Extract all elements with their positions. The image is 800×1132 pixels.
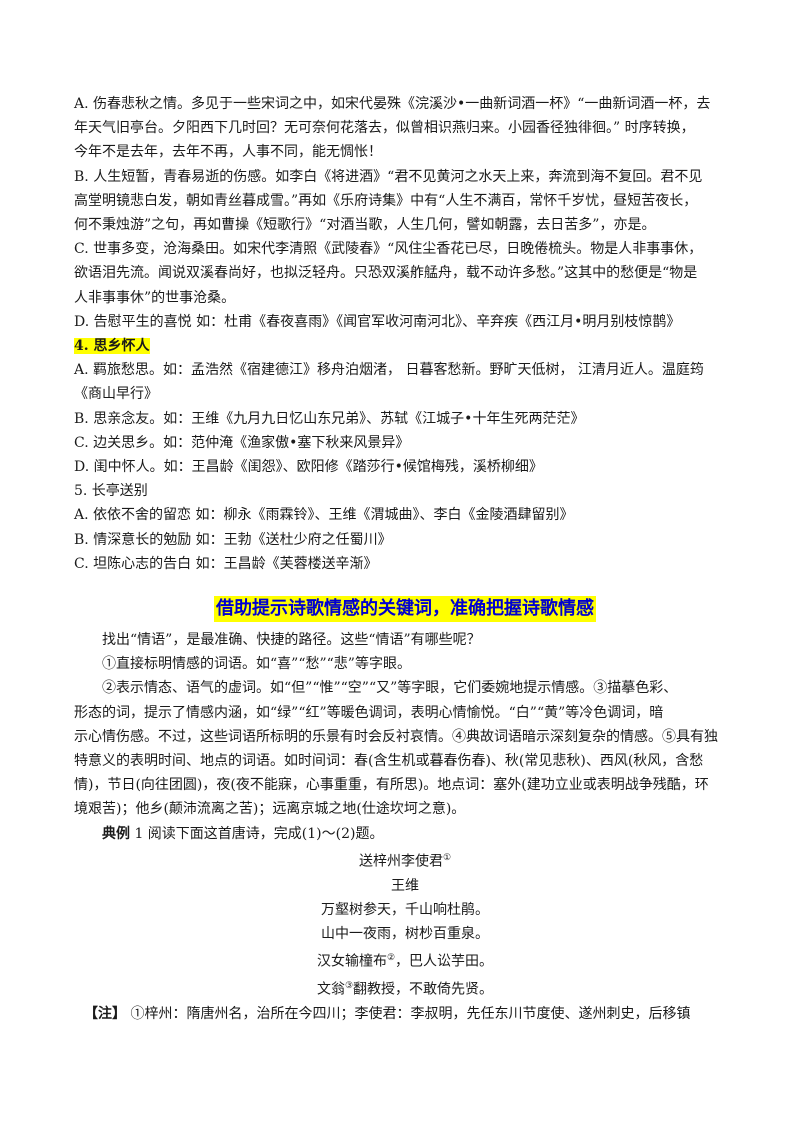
text-line: 年天气旧亭台。夕阳西下几时回？无可奈何花落去，似曾相识燕归来。小园香径独徘徊。”… [74, 120, 695, 137]
poem: 送梓州李使君① 王维 万壑树参天，千山响杜鹃。 山中一夜雨，树杪百重泉。 汉女输… [74, 846, 736, 1002]
example-label: 典例 [102, 825, 130, 842]
notes-label: 【注】 [84, 1006, 126, 1023]
footnote-marker: ① [442, 852, 452, 863]
text-line: B. 情深意长的勉励 如：王勃《送杜少府之任蜀川》 [74, 531, 392, 548]
poem-line: 万壑树参天，千山响杜鹃。 [321, 901, 489, 918]
text-line: 何不秉烛游”之句，再如曹操《短歌行》“对酒当歌，人生几何，譬如朝露，去日苦多”，… [74, 217, 656, 234]
text-line: A. 依依不舍的留恋 如：柳永《雨霖铃》、王维《渭城曲》、李白《金陵酒肆留别》 [74, 507, 574, 524]
poem-line: 汉女输橦布②，巴人讼芋田。 [316, 953, 494, 971]
section-homesick: A. 羁旅愁思。如：孟浩然《宿建德江》移舟泊烟渚， 日暮客愁新。野旷天低树， 江… [74, 358, 736, 576]
example-line: 典例 1 阅读下面这首唐诗，完成(1)～(2)题。 [74, 822, 736, 846]
section-title-wrap: 借助提示诗歌情感的关键词，准确把握诗歌情感 [74, 596, 736, 623]
section-spring-autumn: A. 伤春悲秋之情。多见于一些宋词之中，如宋代晏殊《浣溪沙•一曲新词酒一杯》“一… [74, 92, 736, 334]
text-line: 特意义的表明时间、地点的词语。如时间词：春(含生机或暮春伤春)、秋(常见悲秋)、… [74, 753, 704, 770]
text-line: B. 人生短暂，青春易逝的伤感。如李白《将进酒》“君不见黄河之水天上来，奔流到海… [74, 168, 703, 185]
notes-text: ①梓州：隋唐州名，治所在今四川；李使君：李叔明，先任东川节度使、遂州刺史，后移镇 [126, 1006, 691, 1023]
footnote-marker: ② [386, 953, 396, 964]
text-line: 境艰苦)；他乡(颠沛流离之苦)；远离京城之地(仕途坎坷之意)。 [74, 801, 466, 818]
text-line: 找出“情语”，是最准确、快捷的路径。这些“情语”有哪些呢？ [102, 632, 481, 649]
text-line: 今年不是去年，去年不再，人事不同，能无惆怅！ [74, 144, 382, 161]
example-text: 1 阅读下面这首唐诗，完成(1)～(2)题。 [130, 825, 384, 842]
text-line: 形态的词，提示了情感内涵，如“绿”“红”等暖色调词，表明心情愉悦。“白”“黄”等… [74, 704, 664, 721]
text-line: 高堂明镜悲白发，朝如青丝暮成雪。”再如《乐府诗集》中有“人生不满百，常怀千岁忧，… [74, 192, 698, 209]
poem-author: 王维 [391, 877, 419, 894]
section-title: 借助提示诗歌情感的关键词，准确把握诗歌情感 [214, 596, 596, 623]
notes-line: 【注】 ①梓州：隋唐州名，治所在今四川；李使君：李叔明，先任东川节度使、遂州刺史… [74, 1002, 736, 1026]
section-heading-homesick: 4. 思乡怀人 [74, 338, 150, 355]
text-line: 欲语泪先流。闻说双溪春尚好，也拟泛轻舟。只恐双溪舴艋舟，载不动许多愁。”这其中的… [74, 265, 698, 282]
footnote-marker: ③ [344, 981, 354, 992]
text-line: ①直接标明情感的词语。如“喜”“愁”“悲”等字眼。 [102, 656, 411, 673]
document-page: A. 伤春悲秋之情。多见于一些宋词之中，如宋代晏殊《浣溪沙•一曲新词酒一杯》“一… [74, 92, 736, 1026]
text-line: D. 闺中怀人。如：王昌龄《闺怨》、欧阳修《踏莎行•候馆梅残，溪桥柳细》 [74, 459, 543, 476]
text-line: A. 羁旅愁思。如：孟浩然《宿建德江》移舟泊烟渚， 日暮客愁新。野旷天低树， 江… [74, 362, 704, 379]
text-line: D. 告慰平生的喜悦 如：杜甫《春夜喜雨》《闻官军收河南河北》、辛弃疾《西江月•… [74, 313, 681, 330]
text-line: C. 坦陈心志的告白 如：王昌龄《芙蓉楼送辛渐》 [74, 555, 378, 572]
text-line: 人非事事休”的世事沧桑。 [74, 289, 236, 306]
text-line: ②表示情态、语气的虚词。如“但”“惟”“空”“又”等字眼，它们委婉地提示情感。③… [102, 680, 678, 697]
text-line: B. 思亲念友。如：王维《九月九日忆山东兄弟》、苏轼《江城子•十年生死两茫茫》 [74, 410, 585, 427]
text-line: A. 伤春悲秋之情。多见于一些宋词之中，如宋代晏殊《浣溪沙•一曲新词酒一杯》“一… [74, 96, 711, 112]
text-line: 情)，节日(向往团圆)，夜(夜不能寐，心事重重，有所思)。地点词：塞外(建功立业… [74, 777, 709, 794]
poem-line: 文翁③翻教授，不敢倚先贤。 [316, 981, 494, 998]
text-line: 示心情伤感。不过，这些词语所标明的乐景有时会反衬哀情。④典故词语暗示深刻复杂的情… [74, 728, 718, 745]
text-line: 5. 长亭送别 [74, 483, 148, 500]
text-line: C. 世事多变，沧海桑田。如宋代李清照《武陵春》“风住尘香花已尽，日晚倦梳头。物… [74, 241, 703, 258]
poem-title: 送梓州李使君① [358, 852, 452, 870]
section-keywords: 找出“情语”，是最准确、快捷的路径。这些“情语”有哪些呢？ ①直接标明情感的词语… [74, 628, 736, 822]
text-line: C. 边关思乡。如：范仲淹《渔家傲•塞下秋来风景异》 [74, 434, 410, 451]
poem-line: 山中一夜雨，树杪百重泉。 [321, 926, 489, 943]
text-line: 《商山早行》 [74, 386, 158, 403]
